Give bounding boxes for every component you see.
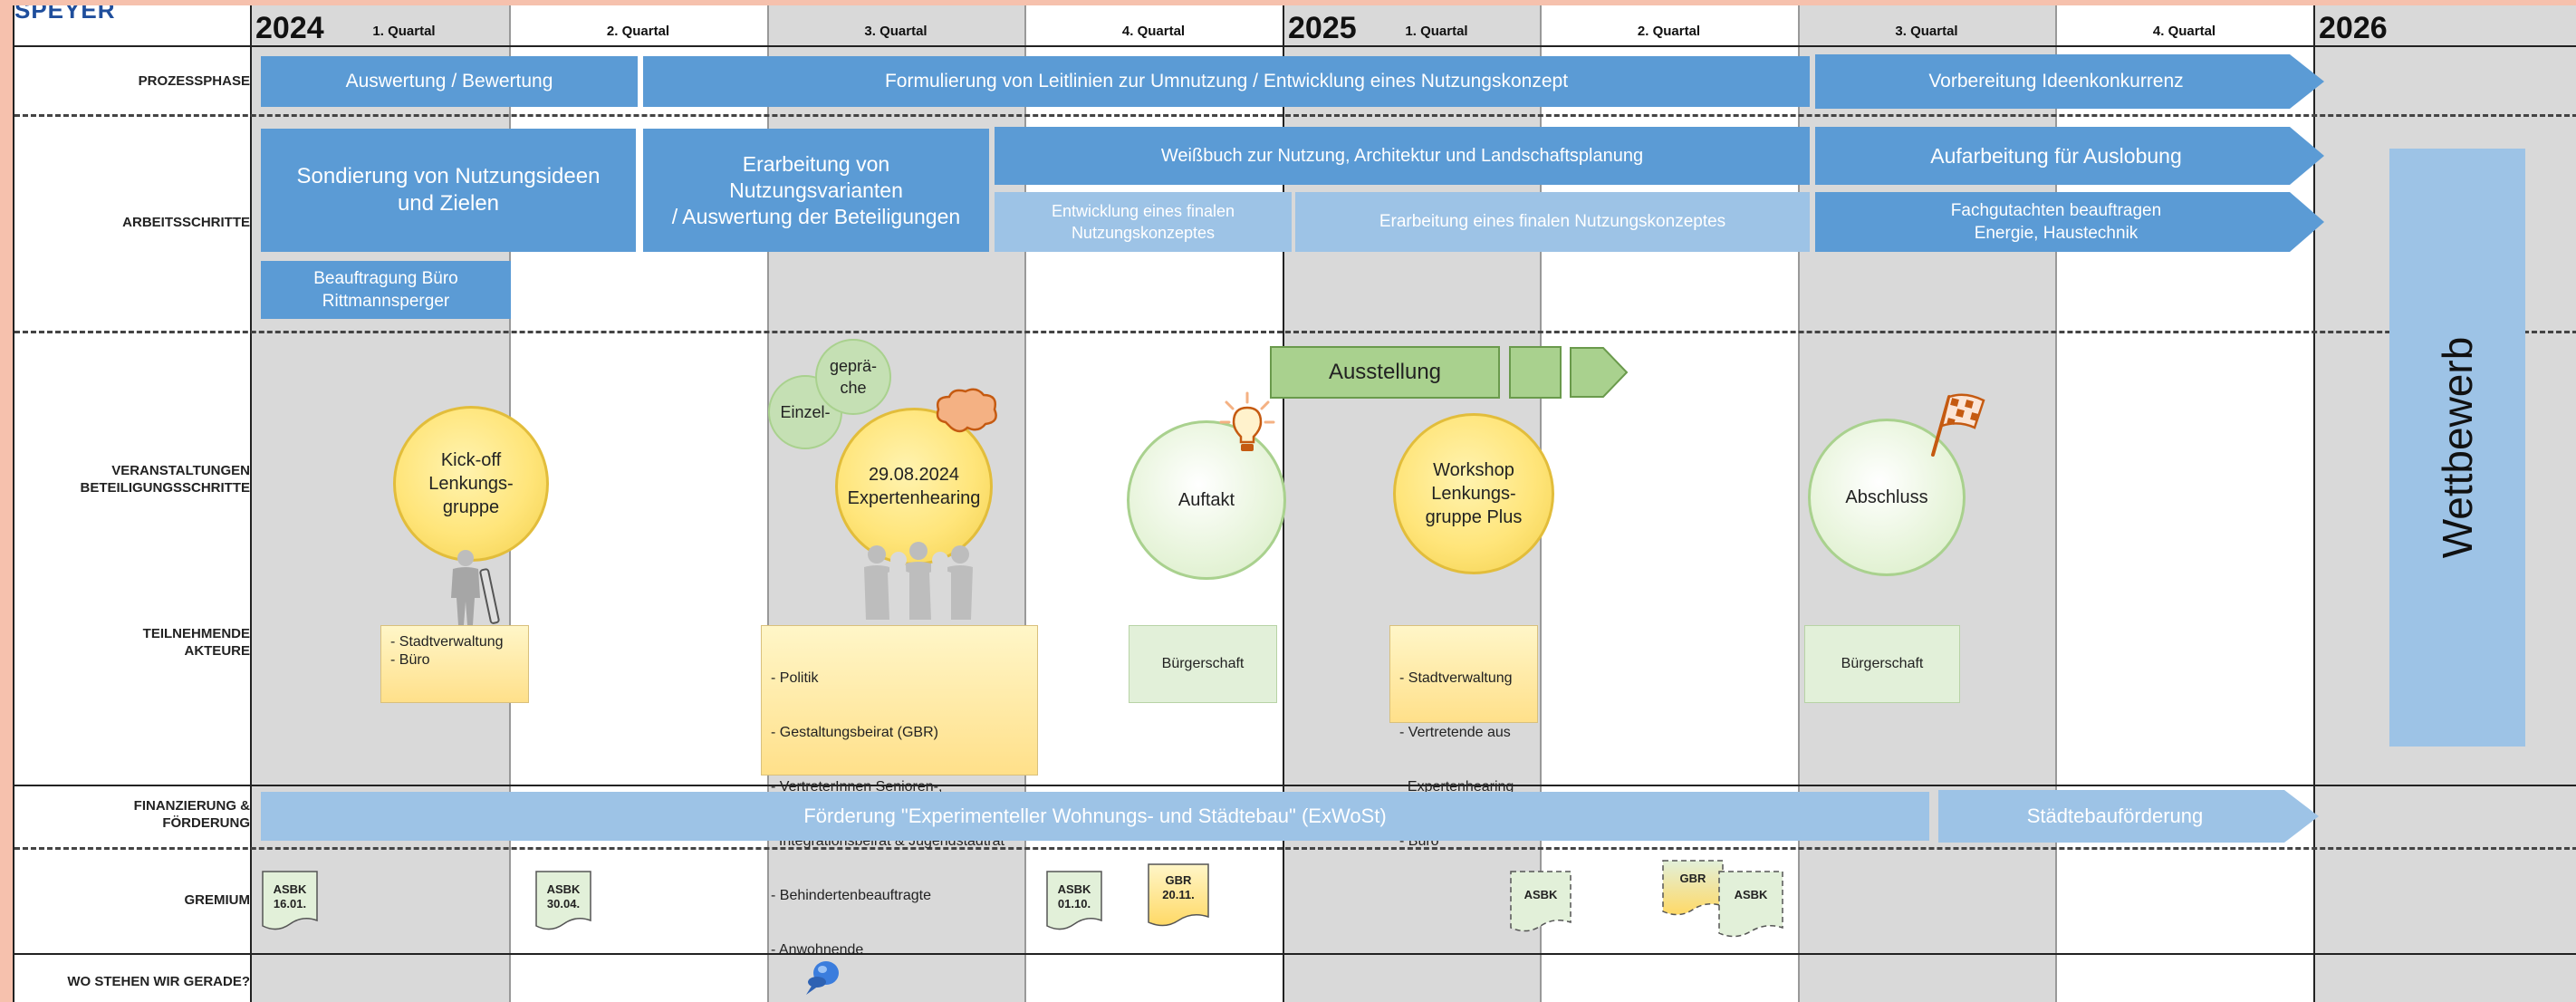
year-label-2025: 2025 — [1288, 11, 1357, 45]
quarter-label: 3. Quartal — [864, 24, 928, 39]
gremium-doc-asbk-0110: ASBK 01.10. — [1045, 870, 1103, 931]
wettbewerb-bar: Wettbewerb — [2389, 149, 2525, 747]
quarter-divider — [2055, 5, 2057, 1002]
event-workshop: Workshop Lenkungs- gruppe Plus — [1393, 413, 1554, 574]
step-erarbeitung-varianten: Erarbeitung von Nutzungsvarianten / Ausw… — [643, 129, 989, 252]
year-label-2024: 2024 — [255, 11, 324, 45]
event-kickoff: Kick-off Lenkungs- gruppe — [393, 406, 549, 562]
funding-exwost: Förderung "Experimenteller Wohnungs- und… — [261, 792, 1929, 841]
year-label-2026: 2026 — [2319, 11, 2388, 45]
ausstellung-arrow — [1570, 347, 1629, 398]
row-divider — [14, 785, 2576, 786]
gremium-doc-asbk-planned-2: ASBK — [1717, 870, 1784, 939]
step-sondierung: Sondierung von Nutzungsideen und Zielen — [261, 129, 636, 252]
person-with-pencil-icon — [451, 550, 500, 625]
quarter-label: 2. Quartal — [1637, 24, 1701, 39]
quarter-label: 2. Quartal — [606, 24, 670, 39]
quarter-divider — [767, 5, 769, 1002]
gremium-doc-asbk-1601: ASBK 16.01. — [261, 870, 319, 931]
row-label-gremium: GREMIUM — [184, 892, 251, 908]
phase-auswertung: Auswertung / Bewertung — [261, 56, 638, 107]
phase-vorbereitung: Vorbereitung Ideenkonkurrenz — [1815, 54, 2324, 109]
row-label-veranstaltungen: VERANSTALTUNGEN BETEILIGUNGSSCHRITTE — [80, 463, 250, 496]
row-label-wo-stehen: WO STEHEN WIR GERADE? — [67, 974, 250, 989]
pushpin-icon — [806, 961, 839, 995]
participants-auftakt: Bürgerschaft — [1129, 625, 1277, 703]
row-divider — [14, 114, 2576, 117]
quarter-label: 4. Quartal — [1121, 24, 1186, 39]
timeline-sheet: SPEYER 2024 2025 2026 1. Quartal 2. Quar… — [13, 5, 2576, 1002]
people-group-icon — [864, 542, 973, 620]
lightbulb-icon — [1219, 391, 1275, 451]
event-abschluss: Abschluss — [1808, 419, 1966, 576]
quarter-label: 3. Quartal — [1895, 24, 1958, 39]
row-label-arbeitsschritte: ARBEITSSCHRITTE — [122, 215, 250, 230]
participants-workshop: - Stadtverwaltung - Vertretende aus Expe… — [1389, 625, 1538, 849]
step-entwicklung-final: Entwicklung eines finalen Nutzungskonzep… — [995, 192, 1292, 252]
gremium-doc-gbr-planned: GBR — [1661, 859, 1725, 917]
phase-formulierung: Formulierung von Leitlinien zur Umnutzun… — [643, 56, 1810, 107]
quarter-label: 1. Quartal — [1405, 24, 1468, 39]
speech-cloud-icon — [936, 388, 997, 433]
step-weissbuch: Weißbuch zur Nutzung, Architektur und La… — [995, 127, 1810, 185]
event-gespraeche: geprä- che — [815, 339, 891, 415]
event-auftakt: Auftakt — [1127, 420, 1286, 580]
quarter-label: 1. Quartal — [372, 24, 436, 39]
gremium-doc-gbr-2011: GBR 20.11. — [1147, 862, 1210, 928]
participants-kickoff: - Stadtverwaltung - Büro — [380, 625, 529, 703]
year-divider — [2313, 5, 2315, 1002]
header-divider — [14, 45, 2576, 47]
funding-staedtebau: Städtebauförderung — [1938, 790, 2319, 843]
row-divider — [14, 331, 2576, 333]
step-aufarbeitung: Aufarbeitung für Auslobung — [1815, 127, 2324, 185]
step-beauftragung: Beauftragung Büro Rittmannsperger — [261, 261, 511, 319]
quarter-label: 4. Quartal — [2152, 24, 2216, 39]
wettbewerb-label: Wettbewerb — [2434, 336, 2481, 559]
corner-title: SPEYER — [14, 5, 116, 24]
ausstellung-bar: Ausstellung — [1270, 346, 1500, 399]
quarter-divider — [1024, 5, 1026, 1002]
row-label-teilnehmende: TEILNEHMENDE AKTEURE — [142, 626, 250, 659]
row-divider — [14, 953, 2576, 955]
step-fachgutachten: Fachgutachten beauftragen Energie, Haust… — [1815, 192, 2324, 252]
quarter-divider — [1798, 5, 1800, 1002]
gremium-doc-asbk-3004: ASBK 30.04. — [534, 870, 592, 931]
participants-hearing: - Politik - Gestaltungsbeirat (GBR) - Ve… — [761, 625, 1038, 958]
row-divider — [14, 847, 2576, 850]
participants-abschluss: Bürgerschaft — [1804, 625, 1960, 703]
row-label-prozessphase: PROZESSPHASE — [138, 73, 250, 89]
event-expertenhearing: 29.08.2024 Expertenhearing — [835, 408, 993, 565]
label-column-divider — [250, 5, 252, 1002]
row-label-finanzierung: FINANZIERUNG & FÖRDERUNG — [133, 798, 250, 831]
ausstellung-segment — [1509, 346, 1562, 399]
gremium-doc-asbk-planned: ASBK — [1509, 870, 1572, 933]
step-erarbeitung-final: Erarbeitung eines finalen Nutzungskonzep… — [1295, 192, 1810, 252]
checkered-flag-icon — [1931, 393, 1985, 457]
